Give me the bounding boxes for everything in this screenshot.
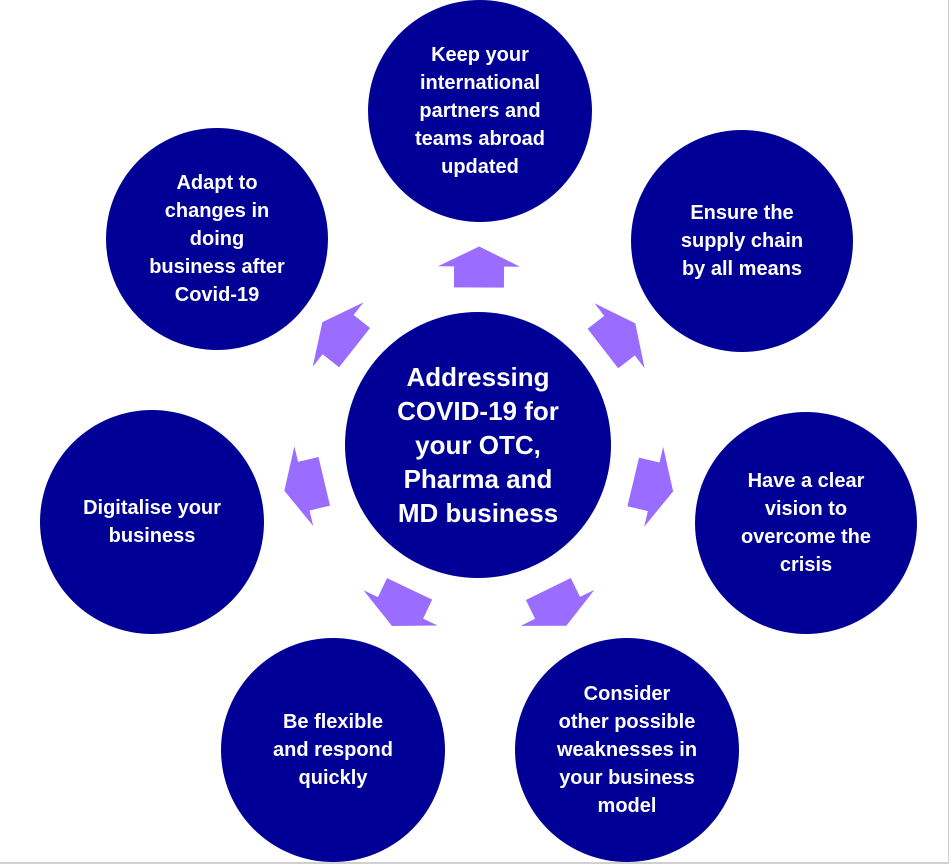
node-label: Adapt to changes in doing business after… <box>149 172 285 306</box>
center-label: Addressing COVID-19 for your OTC, Pharma… <box>397 362 559 528</box>
node-label: Be flexible and respond quickly <box>272 711 393 789</box>
arrow-icon-bottom-left <box>363 578 438 626</box>
node-label: Ensure the supply chain by all means <box>680 202 804 280</box>
node-label: Consider other possible weaknesses in yo… <box>556 683 698 817</box>
arrow-icon-top-right <box>587 303 645 369</box>
arrow-icon-right <box>627 446 674 527</box>
arrow-icon-bottom-right <box>520 577 595 626</box>
center-circle: Addressing COVID-19 for your OTC, Pharma… <box>345 312 611 578</box>
node-top: Keep your international partners and tea… <box>368 0 592 222</box>
node-bottom-right: Consider other possible weaknesses in yo… <box>515 638 739 862</box>
node-bottom-left: Be flexible and respond quickly <box>221 638 445 862</box>
node-top-left: Adapt to changes in doing business after… <box>106 128 328 350</box>
node-left: Digitalise your business <box>40 410 264 634</box>
node-right: Have a clear vision to overcome the cris… <box>695 412 917 634</box>
arrow-icon-left <box>284 446 330 527</box>
node-label: Keep your international partners and tea… <box>414 44 546 178</box>
arrow-icon-top <box>438 246 521 288</box>
node-label: Digitalise your business <box>83 497 221 547</box>
node-top-right: Ensure the supply chain by all means <box>631 130 853 352</box>
arrow-icon-top-left <box>312 302 371 368</box>
node-label: Have a clear vision to overcome the cris… <box>740 470 872 576</box>
